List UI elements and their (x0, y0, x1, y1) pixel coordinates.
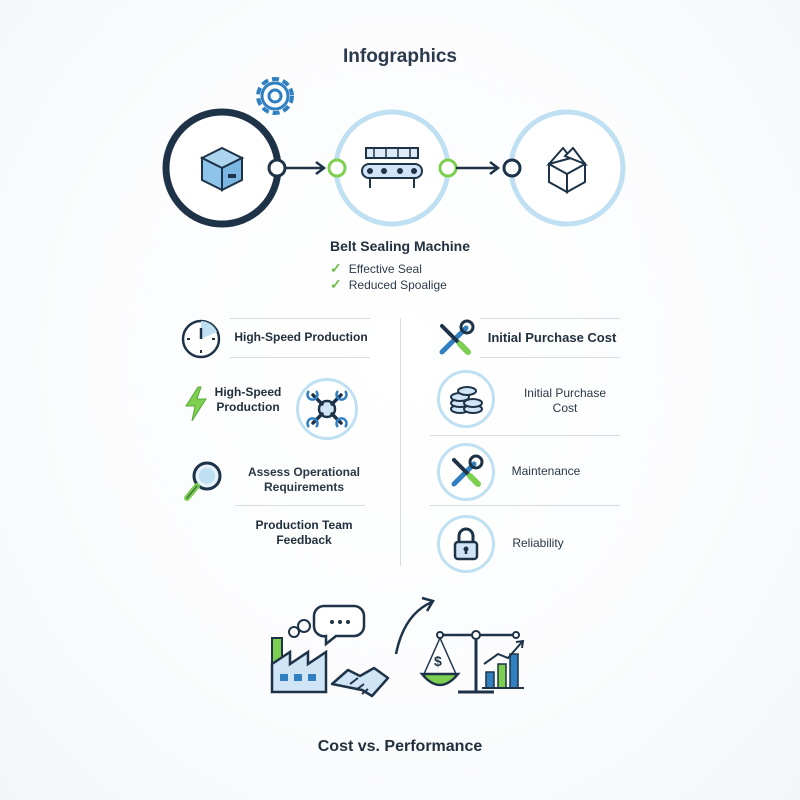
connector-node (267, 158, 287, 178)
cost-performance-illustration: $ (270, 596, 525, 698)
input-stage (162, 108, 282, 228)
machine-title: Belt Sealing Machine (329, 238, 471, 254)
box-icon (199, 146, 245, 192)
process-flow (162, 77, 626, 228)
coins-icon (450, 386, 483, 414)
clock-icon (181, 319, 221, 359)
wrench-gear-badge (296, 378, 358, 440)
reliability-badge (437, 515, 495, 573)
balance-scale-icon: $ (419, 630, 520, 694)
svg-text:$: $ (434, 653, 442, 669)
right-item-label: Reliability (512, 536, 564, 550)
left-item-label: High-Speed Production (234, 330, 368, 344)
left-item-label: Production Team Feedback (255, 518, 353, 547)
coins-badge (437, 370, 495, 428)
left-item-label: Assess Operational Requirements (247, 465, 361, 494)
row-divider (480, 357, 620, 358)
output-stage (508, 109, 626, 227)
page-title: Infographics (342, 46, 457, 67)
speech-bubble-icon (312, 604, 366, 647)
tools-icon (439, 319, 475, 355)
bottom-title: Cost vs. Performance (317, 738, 483, 755)
conveyor-belt-icon (361, 147, 423, 188)
padlock-icon (453, 527, 479, 561)
benefit-item: ✓ Effective Seal (330, 260, 422, 277)
row-divider (230, 357, 370, 358)
gear-icon (256, 77, 294, 115)
tools-icon (451, 454, 484, 487)
growth-arrow (394, 600, 433, 655)
machine-stage (333, 109, 451, 227)
right-item-label: Maintenance (511, 464, 581, 478)
column-divider (400, 318, 401, 566)
connector-node (438, 158, 458, 178)
benefit-label: Reduced Spoalige (348, 277, 447, 292)
left-item-label: High-Speed Production (214, 385, 282, 414)
right-item-label: Initial Purchase Cost (523, 386, 607, 415)
open-box-icon (546, 146, 588, 194)
connector-node (327, 158, 347, 178)
benefit-item: ✓ Reduced Spoalige (330, 276, 447, 293)
row-divider (430, 435, 620, 436)
lightning-icon (185, 386, 207, 422)
right-item-label: Initial Purchase Cost (487, 330, 617, 345)
row-divider (430, 505, 620, 506)
factory-icon (270, 619, 328, 694)
row-divider (235, 505, 365, 506)
wrench-gear-icon (306, 390, 348, 428)
handshake-icon (330, 666, 390, 698)
connector-node (502, 158, 522, 178)
checkmark-icon: ✓ (330, 260, 342, 276)
benefit-label: Effective Seal (348, 261, 422, 276)
row-divider (480, 318, 620, 319)
checkmark-icon: ✓ (330, 276, 342, 292)
magnifier-icon (184, 461, 222, 501)
maintenance-badge (437, 443, 495, 501)
row-divider (230, 318, 370, 319)
bar-chart-icon (482, 639, 525, 689)
